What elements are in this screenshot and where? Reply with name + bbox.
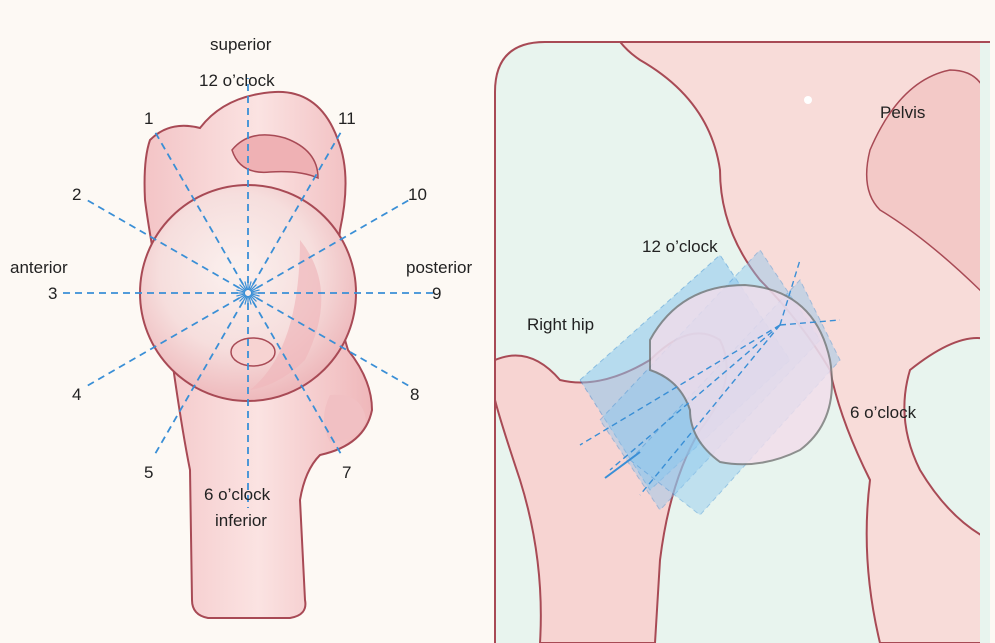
label-right-hip: Right hip xyxy=(527,315,594,334)
clock-number-9: 9 xyxy=(432,284,441,303)
clock-number-10: 10 xyxy=(408,185,427,204)
label-posterior: posterior xyxy=(406,258,472,277)
label-6-oclock-left: 6 o’clock xyxy=(204,485,271,504)
clock-number-4: 4 xyxy=(72,385,81,404)
clock-number-1: 1 xyxy=(144,109,153,128)
label-superior: superior xyxy=(210,35,272,54)
pelvis-dot xyxy=(804,96,812,104)
left-femur-illustration xyxy=(140,92,372,618)
label-anterior: anterior xyxy=(10,258,68,277)
label-12-oclock-left: 12 o’clock xyxy=(199,71,275,90)
clock-number-2: 2 xyxy=(72,185,81,204)
label-inferior: inferior xyxy=(215,511,267,530)
label-pelvis: Pelvis xyxy=(880,103,925,122)
clock-number-5: 5 xyxy=(144,463,153,482)
clock-number-8: 8 xyxy=(410,385,419,404)
fovea xyxy=(231,338,275,366)
clock-number-7: 7 xyxy=(342,463,351,482)
label-6-oclock-right: 6 o’clock xyxy=(850,403,917,422)
clock-number-11: 11 xyxy=(338,109,356,128)
label-12-oclock-right: 12 o’clock xyxy=(642,237,718,256)
clock-number-3: 3 xyxy=(48,284,57,303)
